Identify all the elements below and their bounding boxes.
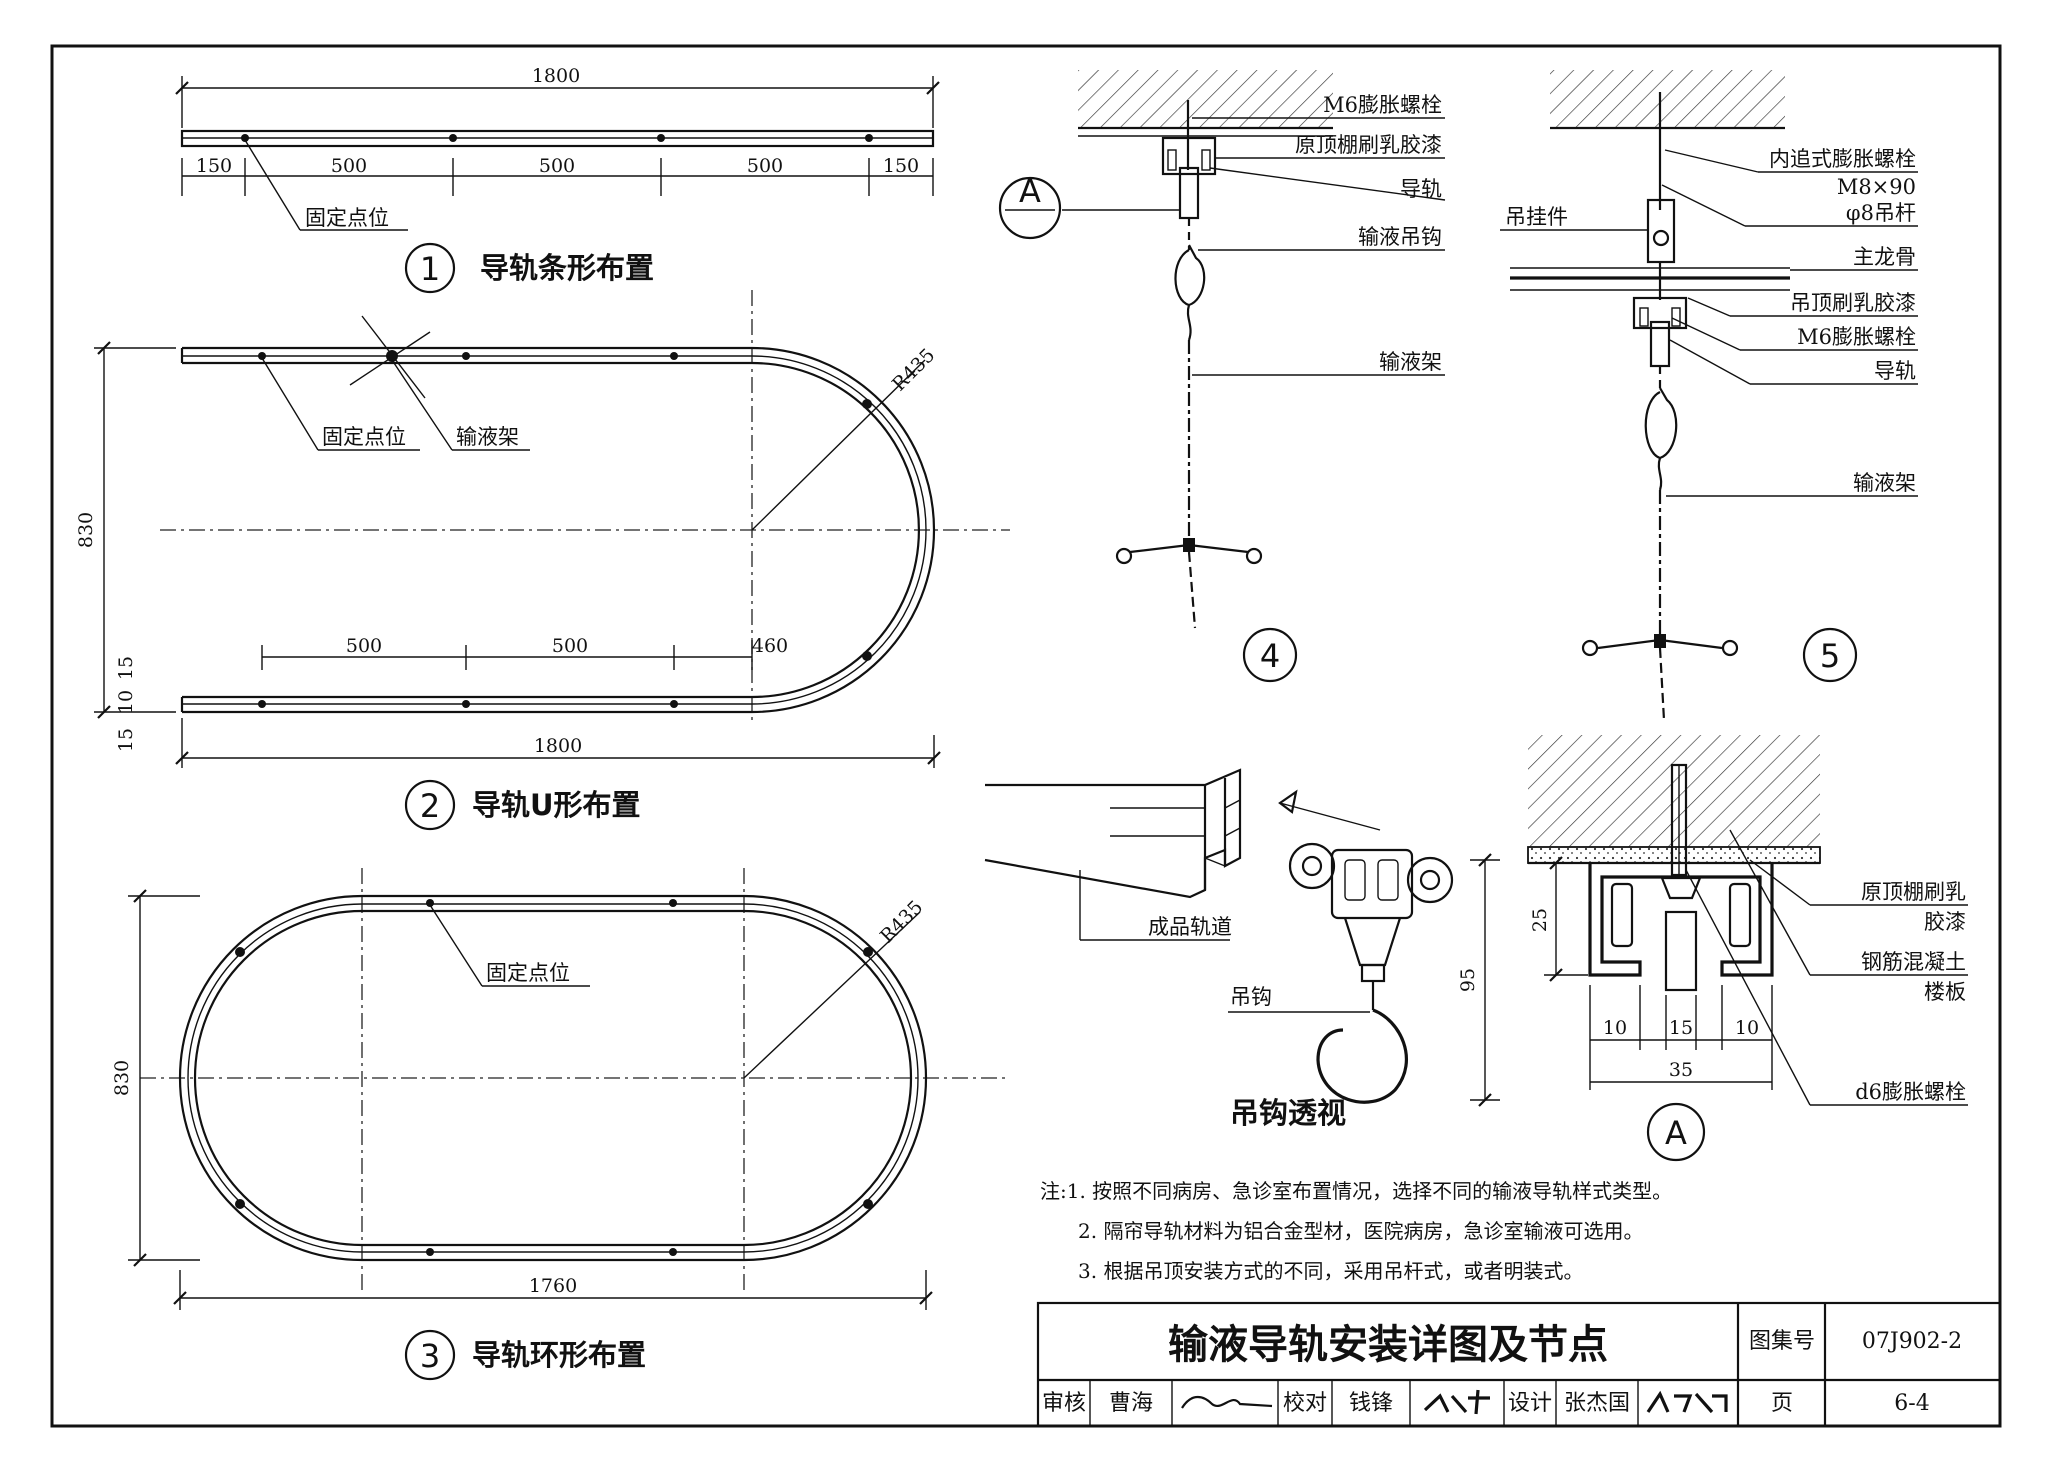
v5-bolt-size: M8×90 bbox=[1837, 175, 1916, 199]
section-dim-w3: 10 bbox=[1735, 1017, 1759, 1039]
dim-c-v2: 460 bbox=[752, 635, 788, 657]
review-label: 审核 bbox=[1042, 1391, 1086, 1416]
v5-ceiling-label: 吊顶刷乳胶漆 bbox=[1790, 291, 1916, 315]
fix-point-label-v3: 固定点位 bbox=[486, 961, 570, 985]
view-number-1: 1 bbox=[420, 250, 440, 288]
v5-bolt-label: 内追式膨胀螺栓 bbox=[1769, 147, 1916, 171]
section-slab-label: 钢筋混凝土 bbox=[1861, 950, 1966, 974]
v4-stand-label: 输液架 bbox=[1379, 350, 1442, 374]
dim-b-v2: 500 bbox=[552, 635, 588, 657]
radius-v2: R435 bbox=[888, 344, 939, 395]
dim-t1-v2: 15 bbox=[115, 656, 137, 680]
radius-v3: R435 bbox=[876, 896, 927, 947]
view-5-suspended-mount: 内追式膨胀螺栓 M8×90 φ8吊杆 吊挂件 主龙骨 吊顶刷乳胶漆 M6膨胀螺栓… bbox=[1500, 70, 1918, 721]
checker-signature bbox=[1423, 1389, 1490, 1415]
dim-height-v3: 830 bbox=[111, 1060, 133, 1096]
dim-s3: 500 bbox=[539, 155, 575, 177]
v4-ceiling-label: 原顶棚刷乳胶漆 bbox=[1295, 133, 1442, 157]
hook-label: 吊钩 bbox=[1230, 985, 1272, 1009]
iv-stand-label-v2: 输液架 bbox=[456, 425, 519, 449]
note-3: 3. 根据吊顶安装方式的不同，采用吊杆式，或者明装式。 bbox=[1078, 1259, 1583, 1283]
caption-v2: 导轨U形布置 bbox=[472, 788, 641, 822]
dim-s2: 500 bbox=[331, 155, 367, 177]
section-dim-total: 35 bbox=[1669, 1059, 1693, 1081]
check-label: 校对 bbox=[1283, 1391, 1327, 1416]
section-a-detail: 25 10 15 10 35 原顶棚刷乳 胶漆 钢筋混凝土 楼板 d6膨胀螺栓 … bbox=[1527, 735, 1968, 1162]
section-bolt-label: d6膨胀螺栓 bbox=[1855, 1080, 1966, 1104]
hook-dim: 95 bbox=[1457, 968, 1479, 992]
section-ceiling-label-2: 胶漆 bbox=[1924, 910, 1966, 934]
view-number-3: 3 bbox=[420, 1337, 440, 1375]
view-number-4: 4 bbox=[1260, 637, 1280, 675]
reviewer-signature bbox=[1181, 1395, 1273, 1409]
hook-perspective: 成品轨道 吊钩 95 吊钩透视 bbox=[984, 768, 1500, 1130]
drawing-title: 输液导轨安装详图及节点 bbox=[1168, 1322, 1608, 1368]
title-block: 输液导轨安装详图及节点 图集号 07J902-2 审核 曹海 校对 钱锋 设计 … bbox=[1036, 1301, 2002, 1428]
view-2-u-layout: 固定点位 输液架 R435 830 15 10 15 500 500 460 1… bbox=[75, 290, 1010, 831]
v4-rail-label: 导轨 bbox=[1400, 177, 1442, 201]
v4-hook-label: 输液吊钩 bbox=[1358, 225, 1442, 249]
reviewer: 曹海 bbox=[1109, 1391, 1153, 1416]
page-label: 页 bbox=[1771, 1391, 1793, 1416]
hook-caption: 吊钩透视 bbox=[1230, 1096, 1346, 1130]
dim-height-v2: 830 bbox=[75, 512, 97, 548]
design-label: 设计 bbox=[1508, 1391, 1552, 1416]
caption-v1: 导轨条形布置 bbox=[480, 251, 654, 285]
section-dim-h: 25 bbox=[1529, 908, 1551, 932]
dim-s5: 150 bbox=[883, 155, 919, 177]
v4-bolt-label: M6膨胀螺栓 bbox=[1323, 93, 1442, 117]
notes: 注:1. 按照不同病房、急诊室布置情况，选择不同的输液导轨样式类型。 2. 隔帘… bbox=[1040, 1179, 1672, 1283]
dim-a-v2: 500 bbox=[346, 635, 382, 657]
view-1-straight-layout: 1800 150 500 500 500 150 固定点位 1 导轨条形布置 bbox=[175, 65, 940, 294]
note-2: 2. 隔帘导轨材料为铝合金型材，医院病房，急诊室输液可选用。 bbox=[1078, 1219, 1643, 1243]
section-ceiling-label: 原顶棚刷乳 bbox=[1861, 880, 1966, 904]
v5-keel-label: 主龙骨 bbox=[1853, 245, 1916, 269]
dim-s4: 500 bbox=[747, 155, 783, 177]
sheet-border bbox=[50, 44, 2002, 1428]
view-number-2: 2 bbox=[420, 787, 440, 825]
dim-s1: 150 bbox=[196, 155, 232, 177]
view-4-surface-mount: A M6膨胀螺栓 原顶棚刷乳胶漆 导轨 输液吊钩 输液架 4 bbox=[998, 70, 1446, 683]
atlas-number: 07J902-2 bbox=[1862, 1329, 1962, 1354]
v5-stand-label: 输液架 bbox=[1853, 471, 1916, 495]
checker: 钱锋 bbox=[1349, 1391, 1393, 1416]
caption-v3: 导轨环形布置 bbox=[472, 1338, 646, 1372]
section-dim-w1: 10 bbox=[1603, 1017, 1627, 1039]
designer-signature bbox=[1646, 1390, 1728, 1414]
track-label: 成品轨道 bbox=[1148, 915, 1232, 939]
v5-hanger-label: 吊挂件 bbox=[1505, 205, 1568, 229]
view-3-ring-layout: 固定点位 R435 830 1760 3 导轨环形布置 bbox=[111, 868, 1010, 1381]
dim-total-v2: 1800 bbox=[534, 735, 582, 757]
designer: 张杰国 bbox=[1564, 1391, 1630, 1416]
fix-point-label-v1: 固定点位 bbox=[305, 206, 389, 230]
v5-m6-label: M6膨胀螺栓 bbox=[1797, 325, 1916, 349]
section-slab-label-2: 楼板 bbox=[1924, 980, 1966, 1004]
view-number-5: 5 bbox=[1820, 637, 1840, 675]
dim-t3-v2: 15 bbox=[115, 728, 137, 752]
dim-total-v1: 1800 bbox=[532, 65, 580, 87]
v5-rod-label: φ8吊杆 bbox=[1846, 201, 1916, 225]
v5-rail-label: 导轨 bbox=[1874, 359, 1916, 383]
fix-point-label-v2: 固定点位 bbox=[322, 425, 406, 449]
section-ref-a: A bbox=[1019, 172, 1041, 210]
atlas-label: 图集号 bbox=[1749, 1329, 1815, 1354]
section-dim-w2: 15 bbox=[1669, 1017, 1693, 1039]
page-number: 6-4 bbox=[1894, 1391, 1929, 1416]
section-letter: A bbox=[1665, 1114, 1687, 1152]
dim-t2-v2: 10 bbox=[115, 690, 137, 714]
note-1: 注:1. 按照不同病房、急诊室布置情况，选择不同的输液导轨样式类型。 bbox=[1040, 1179, 1672, 1203]
dim-total-v3: 1760 bbox=[529, 1275, 577, 1297]
